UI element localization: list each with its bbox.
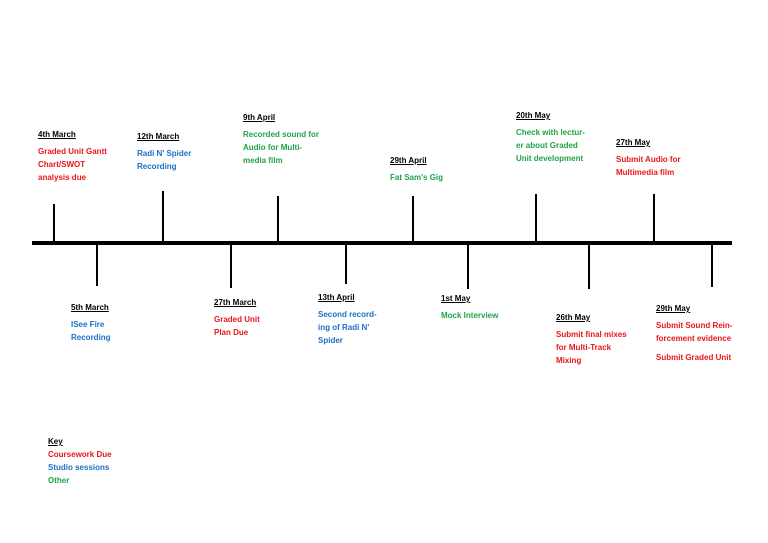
tick-1st-may: [467, 243, 469, 289]
event-12th-march: 12th March Radi N' Spider Recording: [137, 130, 195, 173]
tick-12th-march: [162, 191, 164, 243]
event-27th-march: 27th March Graded Unit Plan Due: [214, 296, 266, 339]
event-date: 12th March: [137, 132, 180, 141]
event-9th-april: 9th April Recorded sound for Audio for M…: [243, 111, 321, 167]
event-date: 27th May: [616, 138, 651, 147]
tick-9th-april: [277, 196, 279, 243]
event-date: 9th April: [243, 113, 276, 122]
event-date: 1st May: [441, 294, 471, 303]
tick-5th-march: [96, 243, 98, 286]
event-date: 27th March: [214, 298, 257, 307]
legend-title: Key: [48, 437, 63, 446]
event-29th-may: 29th May Submit Sound Rein-forcement evi…: [656, 302, 734, 364]
event-date: 29th April: [390, 156, 427, 165]
event-13th-april: 13th April Second record-ing of Radi N' …: [318, 291, 380, 347]
event-desc: Fat Sam's Gig: [390, 173, 444, 182]
timeline-axis: [32, 241, 732, 245]
event-date: 26th May: [556, 313, 591, 322]
legend-item-studio: Studio sessions: [48, 463, 110, 472]
event-desc: Mock Interview: [441, 311, 499, 320]
tick-13th-april: [345, 243, 347, 284]
tick-4th-march: [53, 204, 55, 243]
event-desc: ISee Fire Recording: [71, 320, 111, 342]
tick-29th-april: [412, 196, 414, 243]
event-desc: Radi N' Spider Recording: [137, 149, 192, 171]
event-desc: Graded Unit Plan Due: [214, 315, 260, 337]
event-desc: Check with lectur-er about Graded Unit d…: [516, 128, 585, 163]
event-desc: Submit Audio for Multimedia film: [616, 155, 681, 177]
tick-20th-may: [535, 194, 537, 243]
event-desc-secondary: Submit Graded Unit: [656, 353, 732, 362]
tick-27th-march: [230, 243, 232, 288]
event-desc: Graded Unit Gantt Chart/SWOT analysis du…: [38, 147, 107, 182]
event-4th-march: 4th March Graded Unit Gantt Chart/SWOT a…: [38, 128, 118, 184]
tick-26th-may: [588, 243, 590, 289]
event-desc: Second record-ing of Radi N' Spider: [318, 310, 377, 345]
event-date: 29th May: [656, 304, 691, 313]
event-desc: Submit Sound Rein-forcement evidence: [656, 321, 733, 343]
event-5th-march: 5th March ISee Fire Recording: [71, 301, 121, 344]
event-29th-april: 29th April Fat Sam's Gig: [390, 154, 460, 184]
event-date: 20th May: [516, 111, 551, 120]
event-date: 13th April: [318, 293, 355, 302]
event-27th-may: 27th May Submit Audio for Multimedia fil…: [616, 136, 688, 179]
event-20th-may: 20th May Check with lectur-er about Grad…: [516, 109, 588, 165]
legend-item-coursework: Coursework Due: [48, 450, 112, 459]
legend-key: Key Coursework Due Studio sessions Other: [48, 435, 112, 487]
event-desc: Recorded sound for Audio for Multi-media…: [243, 130, 320, 165]
event-1st-may: 1st May Mock Interview: [441, 292, 513, 322]
event-26th-may: 26th May Submit final mixes for Multi-Tr…: [556, 311, 628, 367]
tick-29th-may: [711, 243, 713, 287]
event-date: 5th March: [71, 303, 109, 312]
event-desc: Submit final mixes for Multi-Track Mixin…: [556, 330, 627, 365]
event-date: 4th March: [38, 130, 76, 139]
tick-27th-may: [653, 194, 655, 243]
legend-item-other: Other: [48, 476, 70, 485]
